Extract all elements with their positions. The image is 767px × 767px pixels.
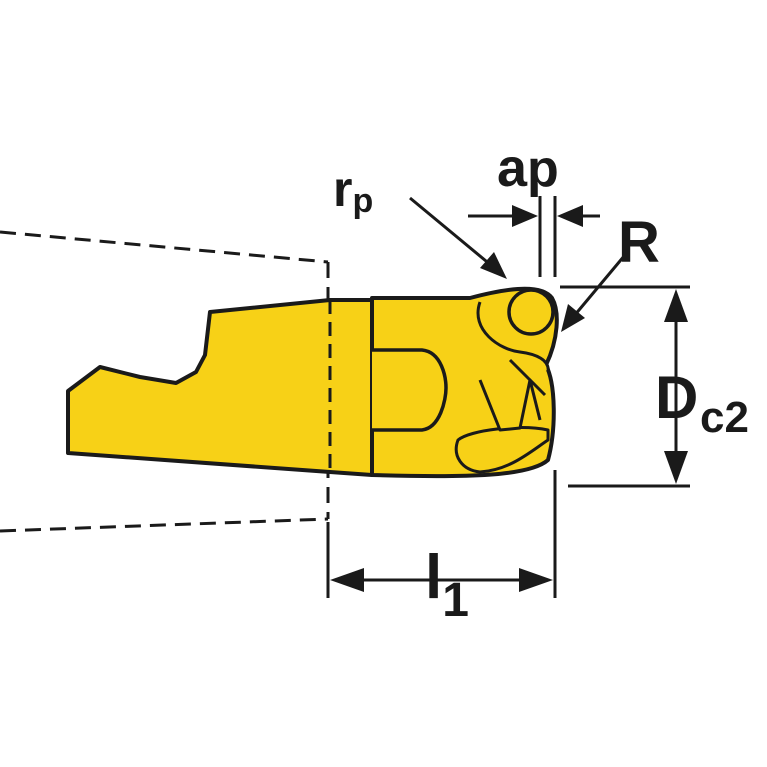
R-arrow bbox=[561, 304, 585, 332]
chip-groove-upper bbox=[476, 301, 550, 373]
label-ap-sub: p bbox=[527, 140, 559, 198]
dc2-arrow-bottom bbox=[664, 451, 688, 484]
label-dc2-sub: c2 bbox=[700, 393, 749, 442]
l1-arrow-left bbox=[330, 568, 364, 592]
arrowheads bbox=[330, 205, 688, 592]
label-ap-main: a bbox=[497, 138, 528, 198]
ap-arrow-right bbox=[557, 205, 583, 227]
insert-body bbox=[66, 286, 559, 479]
rp-arrow bbox=[480, 252, 507, 279]
label-R: R bbox=[618, 210, 660, 275]
label-l1: l1 bbox=[425, 543, 469, 627]
label-rp-sub: p bbox=[352, 182, 373, 220]
l1-arrow-right bbox=[519, 568, 553, 592]
chip-groove-lower bbox=[454, 426, 550, 474]
label-ap: ap bbox=[497, 138, 559, 198]
label-rp: rp bbox=[333, 161, 373, 220]
ap-arrow-left bbox=[512, 205, 538, 227]
label-rp-main: r bbox=[333, 161, 352, 217]
clamp-slot bbox=[370, 305, 448, 470]
insert-shank bbox=[66, 298, 374, 477]
ball-cutting-edge bbox=[507, 288, 555, 336]
label-l1-main: l bbox=[425, 543, 442, 612]
label-dc2-main: D bbox=[655, 364, 698, 431]
dc2-arrow-top bbox=[664, 289, 688, 322]
label-dc2: Dc2 bbox=[655, 364, 749, 442]
labels: rp ap R Dc2 l1 bbox=[333, 138, 749, 627]
chip-groove-facet bbox=[478, 378, 542, 432]
chip-groove-edge bbox=[508, 358, 547, 397]
label-l1-sub: 1 bbox=[442, 574, 469, 627]
